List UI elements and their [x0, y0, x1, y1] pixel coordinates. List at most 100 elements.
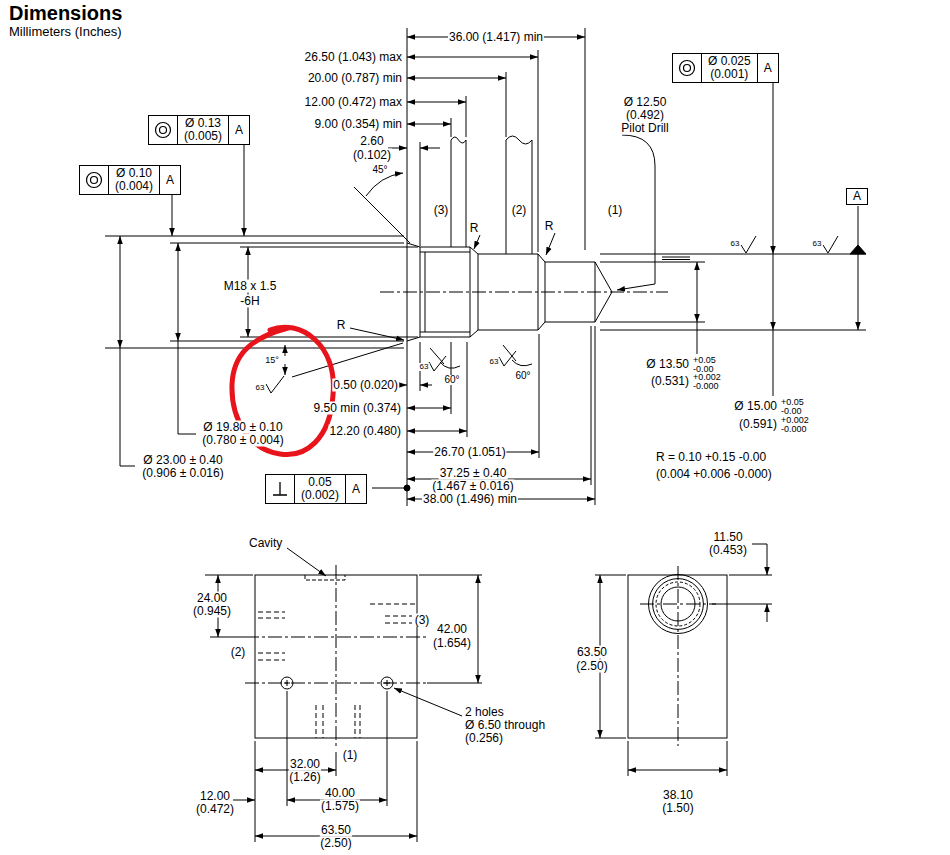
section-view-part — [585, 28, 586, 250]
section-view-part — [244, 143, 245, 236]
dimension-label: (0.780 ± 0.004) — [201, 434, 284, 447]
dimension-label: R = 0.10 +0.15 -0.00 — [655, 451, 767, 464]
dimension-label: 63.50 — [576, 646, 608, 659]
section-view-part — [466, 96, 467, 137]
dimension-label: 42.00 — [436, 623, 468, 636]
section-view-part — [407, 57, 538, 58]
frame-cell: Ø 0.13(0.005) — [177, 116, 228, 144]
section-view-part — [546, 233, 555, 255]
front-view-part — [287, 548, 326, 576]
dimension-label: R — [544, 220, 555, 233]
tolerance-text: (0.002) — [301, 489, 339, 502]
dimension-label: 63.50 — [320, 824, 352, 837]
section-view-part — [773, 82, 774, 254]
dimension-label: 36.00 (1.417) min — [448, 31, 544, 44]
dimension-label: Ø 15.00 — [733, 400, 778, 413]
symbol-ring — [91, 177, 98, 184]
section-view-part — [600, 254, 866, 255]
section-view-part — [404, 485, 410, 491]
dimension-label: 63 — [489, 358, 500, 366]
dimension-label: 38.10 — [662, 789, 694, 802]
tolerance-text: (0.004) — [115, 180, 153, 193]
dimension-label: +0.002 — [780, 416, 810, 425]
section-view-part — [538, 50, 539, 252]
tolerance-text: A — [764, 62, 772, 75]
section-view-part — [178, 243, 179, 341]
dimension-label: 60° — [443, 375, 460, 385]
section-view-part — [539, 334, 540, 458]
front-view-part — [281, 677, 293, 689]
side-view-part — [727, 741, 728, 776]
section-view-part — [292, 343, 403, 377]
section-view-part — [429, 356, 446, 371]
front-view-part — [210, 637, 245, 638]
symbol-ring — [160, 127, 167, 134]
perpendicularity-symbol — [271, 480, 289, 498]
front-view-part — [387, 691, 388, 806]
section-view-part — [105, 236, 404, 237]
symbol-cell — [149, 116, 177, 144]
side-view-part — [640, 604, 716, 605]
section-view-part — [120, 348, 135, 466]
front-view-part — [417, 741, 418, 842]
dimension-label: (1.26) — [288, 771, 321, 784]
side-view-part — [661, 587, 695, 621]
symbol-ring — [87, 173, 102, 188]
front-view-part — [287, 691, 288, 806]
section-view-part — [372, 488, 405, 489]
section-view-part — [399, 385, 407, 386]
section-view-part — [823, 236, 838, 253]
section-view-part — [506, 72, 507, 137]
dimension-label: -6H — [239, 295, 260, 308]
section-view-part — [595, 326, 596, 505]
frame-cell: Ø 0.10(0.004) — [108, 166, 159, 194]
front-view-part — [245, 683, 427, 684]
side-view — [595, 544, 772, 776]
section-view-part — [170, 243, 404, 244]
front-view-part — [478, 575, 479, 683]
front-view-part — [336, 565, 337, 748]
dimension-label: Ø 23.00 ± 0.40 — [142, 454, 223, 467]
side-view-part — [712, 604, 772, 605]
side-view-part — [628, 741, 629, 776]
frame-cell: Ø 0.025(0.001) — [701, 54, 757, 82]
dimension-label: (2) — [230, 646, 247, 659]
side-view-part — [595, 575, 626, 576]
section-view-part — [440, 362, 460, 368]
section-view-part — [420, 148, 440, 149]
side-view-part — [628, 575, 727, 738]
concentricity-symbol — [154, 121, 172, 139]
section-view-part — [697, 262, 698, 322]
dimension-label: Ø 12.50 — [623, 96, 668, 109]
section-view-part — [850, 245, 866, 254]
section-view-part — [380, 292, 668, 293]
side-view-part — [595, 738, 626, 739]
tolerance-text: A — [853, 190, 861, 203]
section-view-part — [503, 345, 516, 361]
dimension-label: Ø 6.50 through — [464, 719, 546, 732]
section-view-part — [172, 195, 173, 236]
section-view-part — [407, 408, 451, 409]
control-frame: Ø 0.13(0.005)A — [148, 115, 250, 145]
dimension-label: (0.004 +0.006 -0.000) — [655, 468, 773, 481]
dimension-label: 2.60 — [359, 135, 384, 148]
section-view-part — [697, 322, 698, 354]
dimension-label: 9.50 min (0.374) — [313, 402, 402, 415]
section-view-part — [773, 330, 774, 396]
section-view-part — [467, 342, 468, 437]
tolerance-text: (0.001) — [710, 68, 748, 81]
section-view-part — [512, 360, 532, 366]
control-frame: 0.05(0.002)A — [265, 474, 367, 504]
dimension-label: (1) — [342, 749, 359, 762]
dimension-label: (0.453) — [708, 544, 748, 557]
dimension-label: Ø 19.80 ± 0.10 — [202, 421, 283, 434]
front-view-part — [394, 688, 462, 716]
section-view-part — [600, 322, 705, 323]
symbol-cell — [266, 475, 294, 503]
front-view-part — [284, 680, 390, 686]
front-view-part — [233, 800, 255, 801]
symbol-ring — [680, 61, 695, 76]
dimension-label: (1) — [607, 204, 624, 217]
section-view-part — [266, 376, 284, 393]
